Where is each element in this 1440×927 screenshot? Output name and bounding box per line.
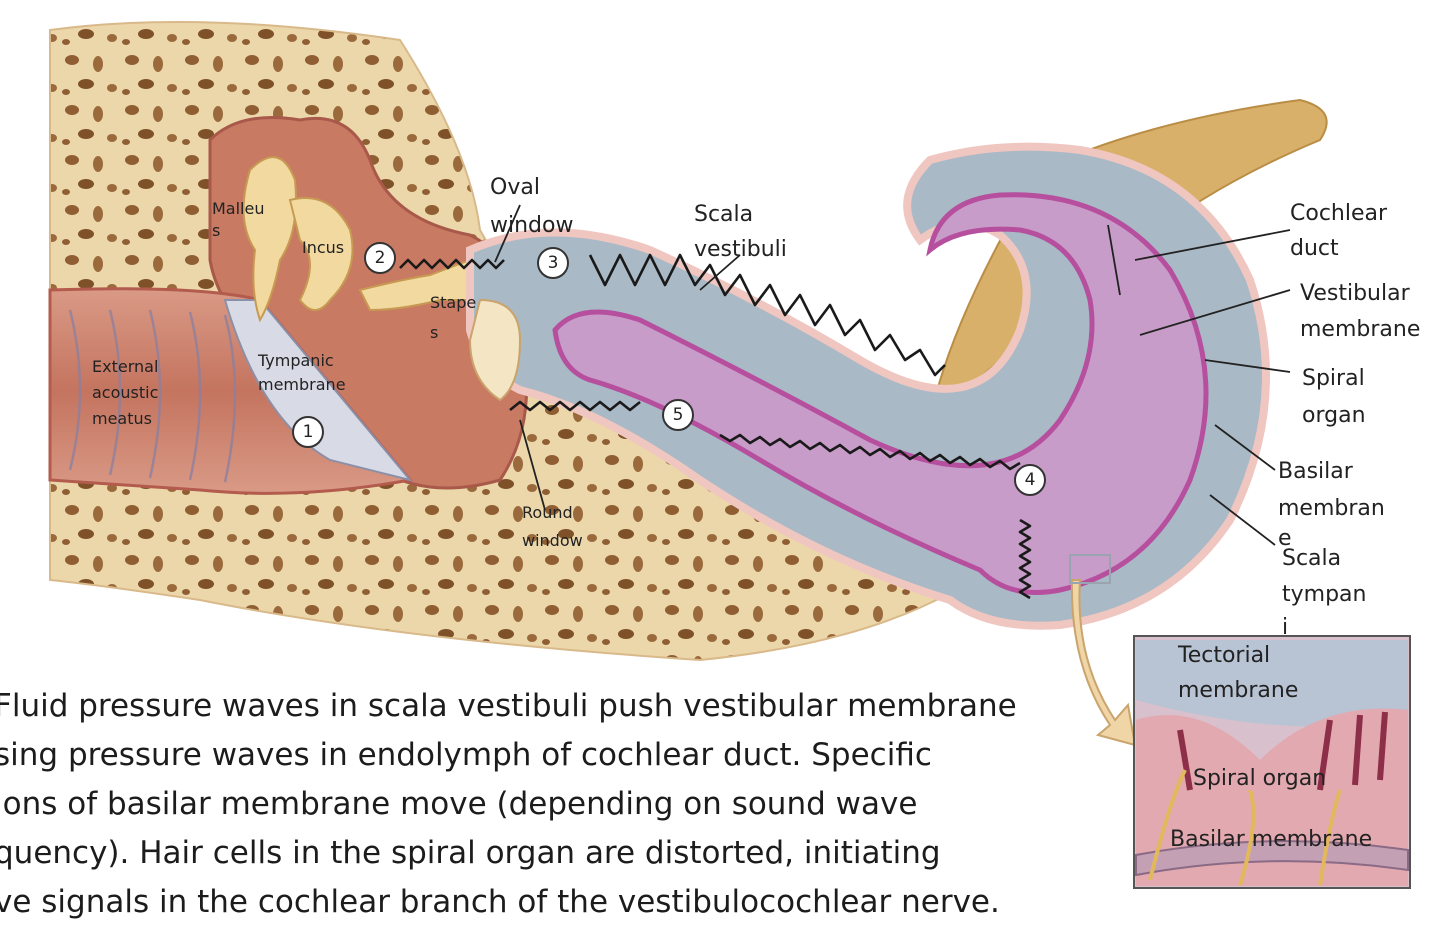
- label-meatus-1: External: [92, 357, 158, 376]
- inset-callout-arrow: [1070, 579, 1137, 747]
- step-marker-1: 1: [292, 416, 324, 448]
- step-marker-4: 4: [1014, 464, 1046, 496]
- svg-text:3: 3: [548, 253, 559, 273]
- tympanic-membrane: [223, 299, 413, 482]
- round-window: [468, 298, 522, 402]
- label-round-window-2: window: [522, 531, 583, 550]
- label-scala-vestibuli-2: vestibuli: [694, 237, 787, 262]
- caption-text: Fluid pressure waves in scala vestibuli …: [0, 682, 1074, 927]
- ear-anatomy-diagram: 1 2 3 4 5 Malleu s Incus Stape s Tympani…: [48, 21, 1420, 889]
- label-scala-tympani: Scala: [1282, 546, 1341, 571]
- malleus: [242, 156, 297, 323]
- label-scala-vestibuli: Scala: [694, 202, 753, 227]
- step-marker-2: 2: [364, 242, 396, 274]
- svg-text:5: 5: [673, 405, 684, 425]
- wave-scala-vestibuli: [588, 253, 946, 377]
- label-oval-window: Oval: [490, 175, 540, 200]
- label-basilar-membrane: Basilar: [1278, 459, 1354, 484]
- inset-zoom-box: [1069, 554, 1111, 584]
- label-cochlear-duct-2: duct: [1290, 236, 1339, 261]
- label-vestibular-membrane-2: membrane: [1300, 317, 1420, 342]
- inset-label-tectorial-membrane: Tectorial: [1177, 643, 1270, 668]
- caption-line: quency). Hair cells in the spiral organ …: [0, 835, 941, 871]
- label-malleus: Malleu: [212, 199, 264, 218]
- incus: [288, 197, 354, 311]
- wave-cochlear-duct: [1018, 518, 1032, 600]
- label-malleus-2: s: [212, 221, 220, 240]
- caption-line: ve signals in the cochlear branch of the…: [0, 884, 1000, 920]
- step-marker-3: 3: [537, 247, 569, 279]
- svg-text:2: 2: [375, 248, 386, 268]
- inset-panel: [1133, 635, 1411, 889]
- label-spiral-organ-2: organ: [1302, 403, 1366, 428]
- label-tympanic-membrane: Tympanic: [257, 351, 334, 370]
- label-tympanic-membrane-2: membrane: [258, 375, 346, 394]
- label-cochlear-duct: Cochlear: [1290, 201, 1388, 226]
- label-meatus-3: meatus: [92, 409, 152, 428]
- svg-text:1: 1: [303, 422, 314, 442]
- inset-label-tectorial-membrane-2: membrane: [1178, 678, 1298, 703]
- label-scala-tympani-3: i: [1282, 615, 1288, 640]
- label-scala-tympani-2: tympan: [1282, 582, 1366, 607]
- caption-line: Fluid pressure waves in scala vestibuli …: [0, 688, 1017, 724]
- inset-label-basilar-membrane: Basilar membrane: [1170, 827, 1372, 852]
- label-basilar-membrane-2: membran: [1278, 496, 1385, 521]
- label-meatus-2: acoustic: [92, 383, 158, 402]
- step-marker-5: 5: [662, 399, 694, 431]
- label-stapes: Stape: [430, 293, 476, 312]
- label-basilar-membrane-3: e: [1278, 526, 1292, 551]
- svg-text:4: 4: [1025, 470, 1036, 490]
- label-vestibular-membrane: Vestibular: [1300, 281, 1411, 306]
- label-stapes-2: s: [430, 323, 438, 342]
- label-incus: Incus: [302, 238, 344, 257]
- meatus-wave-lines: [68, 309, 237, 483]
- caption-line: sing pressure waves in endolymph of coch…: [0, 737, 932, 773]
- leader-lines: [494, 204, 1291, 546]
- wave-oval-window: [399, 258, 505, 270]
- label-round-window: Round: [522, 503, 573, 522]
- label-oval-window-2: window: [490, 213, 573, 238]
- label-spiral-organ: Spiral: [1302, 366, 1365, 391]
- wave-round-window: [509, 400, 641, 412]
- wave-scala-tympani: [719, 433, 1021, 471]
- caption-line: ions of basilar membrane move (depending…: [0, 786, 918, 822]
- inset-label-spiral-organ: Spiral organ: [1193, 766, 1326, 791]
